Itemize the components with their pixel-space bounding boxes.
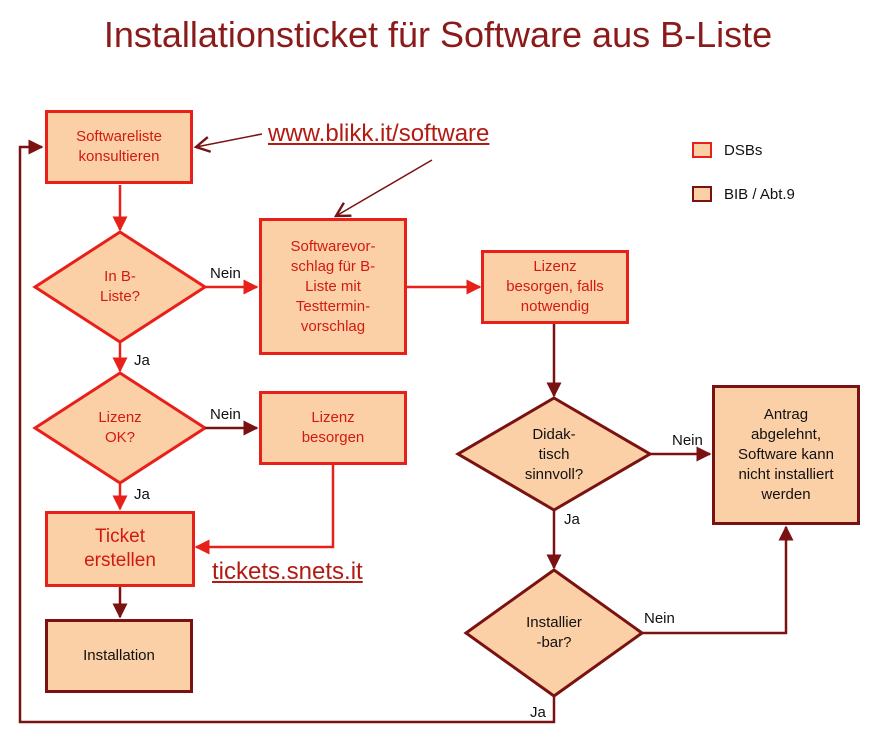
legend-label-bib: BIB / Abt.9 bbox=[724, 186, 795, 203]
node-softwareliste: Softwareliste konsultieren bbox=[45, 110, 193, 184]
edge-lizenz-to-ticket bbox=[194, 465, 335, 555]
tickets-link[interactable]: tickets.snets.it bbox=[212, 558, 363, 585]
node-installation: Installation bbox=[45, 619, 193, 693]
edge-label-ja-bliste: Ja bbox=[134, 352, 150, 369]
edge-label-nein-didaktisch: Nein bbox=[672, 432, 703, 449]
node-ticket-erstellen: Ticket erstellen bbox=[45, 511, 195, 587]
node-antrag-abgelehnt: Antrag abgelehnt, Software kann nicht in… bbox=[712, 385, 860, 525]
edge-label-ja-installierbar: Ja bbox=[530, 704, 546, 721]
diamond-label-didaktisch: Didak- tisch sinnvoll? bbox=[524, 426, 584, 483]
edge-label-nein-installierbar: Nein bbox=[644, 610, 675, 627]
node-lizenz-falls-notwendig: Lizenz besorgen, falls notwendig bbox=[481, 250, 629, 324]
edge-label-nein-bliste: Nein bbox=[210, 265, 241, 282]
diamond-label-in-bliste: In B- Liste? bbox=[99, 268, 141, 305]
legend-swatch-dsbs bbox=[692, 142, 712, 158]
software-link[interactable]: www.blikk.it/software bbox=[268, 120, 490, 147]
node-lizenz-besorgen: Lizenz besorgen bbox=[259, 391, 407, 465]
legend-swatch-bib bbox=[692, 186, 712, 202]
legend-label-dsbs: DSBs bbox=[724, 142, 763, 159]
pointer-link-to-vorschlag bbox=[333, 159, 433, 218]
edge-installierbar-ja-loop bbox=[18, 139, 556, 724]
pointer-link-to-liste bbox=[193, 133, 263, 153]
edge-installierbar-nein bbox=[642, 525, 794, 635]
edge-label-ja-didaktisch: Ja bbox=[564, 511, 580, 528]
edge-label-nein-lizenz: Nein bbox=[210, 406, 241, 423]
edge-label-ja-lizenz: Ja bbox=[134, 486, 150, 503]
diamond-label-lizenz-ok: Lizenz OK? bbox=[98, 409, 142, 446]
diamond-label-installierbar: Installier -bar? bbox=[526, 614, 582, 651]
node-softwarevorschlag: Softwarevor- schlag für B- Liste mit Tes… bbox=[259, 218, 407, 355]
page-title: Installationsticket für Software aus B-L… bbox=[103, 14, 773, 55]
